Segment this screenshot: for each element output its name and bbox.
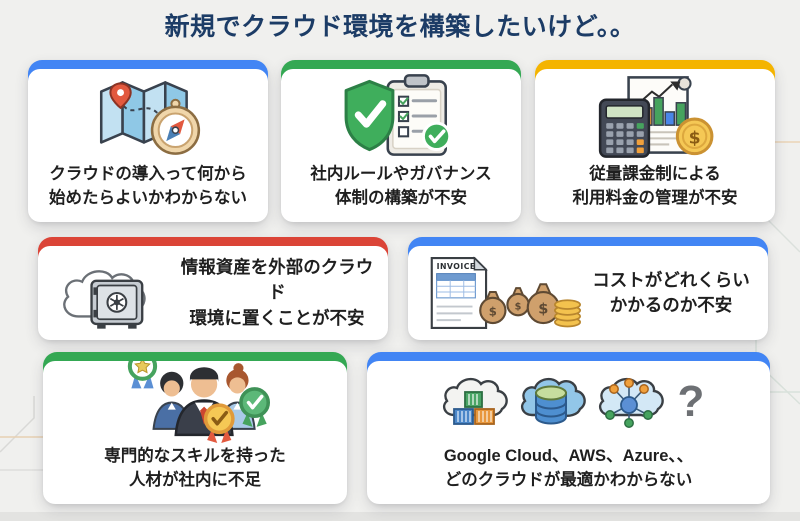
card-governance: 社内ルールやガバナンス 体制の構築が不安 — [281, 60, 521, 222]
container-cloud-icon — [442, 377, 508, 425]
card-text: 情報資産を外部のクラウド 環境に置くことが不安 — [180, 256, 374, 328]
card-talent: 専門的なスキルを持った 人材が社内に不足 — [43, 352, 347, 504]
dollar-coin-icon: $ — [675, 117, 714, 156]
money-bag-icon: $ — [479, 291, 507, 325]
database-cloud-icon — [520, 377, 586, 425]
icon-box — [43, 361, 347, 445]
bottom-strip — [0, 512, 800, 521]
card-text: 従量課金制による 利用料金の管理が不安 — [572, 165, 738, 208]
card-cost-body: INVOICE $ — [408, 246, 768, 340]
card-security-body: 情報資産を外部のクラウド 環境に置くことが不安 — [38, 246, 388, 340]
checklist-rows — [397, 95, 438, 138]
svg-text:$: $ — [538, 301, 548, 317]
icon-box — [28, 69, 268, 163]
card-text: クラウドの導入って何から 始めたらよいかわからない — [49, 165, 247, 208]
check-circle-icon — [421, 121, 452, 152]
star-badge-icon — [127, 361, 158, 389]
card-text: 専門的なスキルを持った 人材が社内に不足 — [104, 447, 286, 490]
coin-stack-icon — [554, 299, 581, 328]
icon-box: $ — [535, 69, 775, 163]
compass-icon — [150, 98, 201, 155]
svg-text:$: $ — [489, 304, 497, 318]
card-cost: INVOICE $ — [408, 237, 768, 340]
money-bag-icon: $ — [526, 283, 560, 325]
card-security: 情報資産を外部のクラウド 環境に置くことが不安 — [38, 237, 388, 340]
card-text: Google Cloud、AWS、Azure、、 どのクラウドが最適かわからない — [443, 447, 694, 490]
calculator-chart-coin-icon: $ — [598, 76, 714, 158]
page-title: 新規でクラウド環境を構築したいけど。。 — [164, 13, 636, 41]
card-talent-body: 専門的なスキルを持った 人材が社内に不足 — [43, 361, 347, 504]
green-medal-icon — [239, 387, 271, 427]
card-text: 社内ルールやガバナンス 体制の構築が不安 — [310, 165, 492, 208]
calculator-icon — [598, 98, 651, 158]
map-compass-icon — [99, 81, 201, 155]
shield-checklist-icon — [344, 74, 452, 156]
card-text: コストがどれくらい かかるのか不安 — [592, 269, 750, 315]
safe-icon — [90, 279, 144, 329]
card-governance-body: 社内ルールやガバナンス 体制の構築が不安 — [281, 69, 521, 222]
card-billing-body: $ 従量課金制による 利用料金の管理が不安 — [535, 69, 775, 222]
card-billing: $ 従量課金制による 利用料金の管理が不安 — [535, 60, 775, 222]
card-cloud-adoption-start-body: クラウドの導入って何から 始めたらよいかわからない — [28, 69, 268, 222]
location-pin-icon — [109, 82, 132, 110]
invoice-icon: INVOICE — [430, 256, 488, 329]
svg-text:INVOICE: INVOICE — [437, 262, 476, 271]
card-cloud-choice: ? Google Cloud、AWS、Azure、、 どのクラウドが最適かわから… — [367, 352, 770, 504]
svg-text:$: $ — [689, 129, 701, 149]
question-mark-icon: ? — [677, 377, 705, 427]
icon-box: INVOICE $ — [408, 252, 584, 334]
icon-box — [38, 256, 176, 330]
network-cloud-icon — [598, 377, 664, 429]
multi-cloud-question-icon — [442, 377, 664, 429]
card-cloud-adoption-start: クラウドの導入って何から 始めたらよいかわからない — [28, 60, 268, 222]
money-bag-icon: $ — [506, 287, 530, 317]
icon-box — [281, 69, 521, 163]
cloud-safe-icon — [63, 270, 146, 329]
icon-box: ? — [367, 361, 770, 445]
shield-check-icon — [344, 79, 395, 152]
invoice-money-bags-icon: INVOICE $ — [430, 256, 581, 329]
svg-text:$: $ — [515, 301, 522, 312]
card-cloud-choice-body: ? Google Cloud、AWS、Azure、、 どのクラウドが最適かわから… — [367, 361, 770, 504]
team-badges-icon — [127, 361, 271, 444]
gold-medal-icon — [203, 403, 235, 444]
